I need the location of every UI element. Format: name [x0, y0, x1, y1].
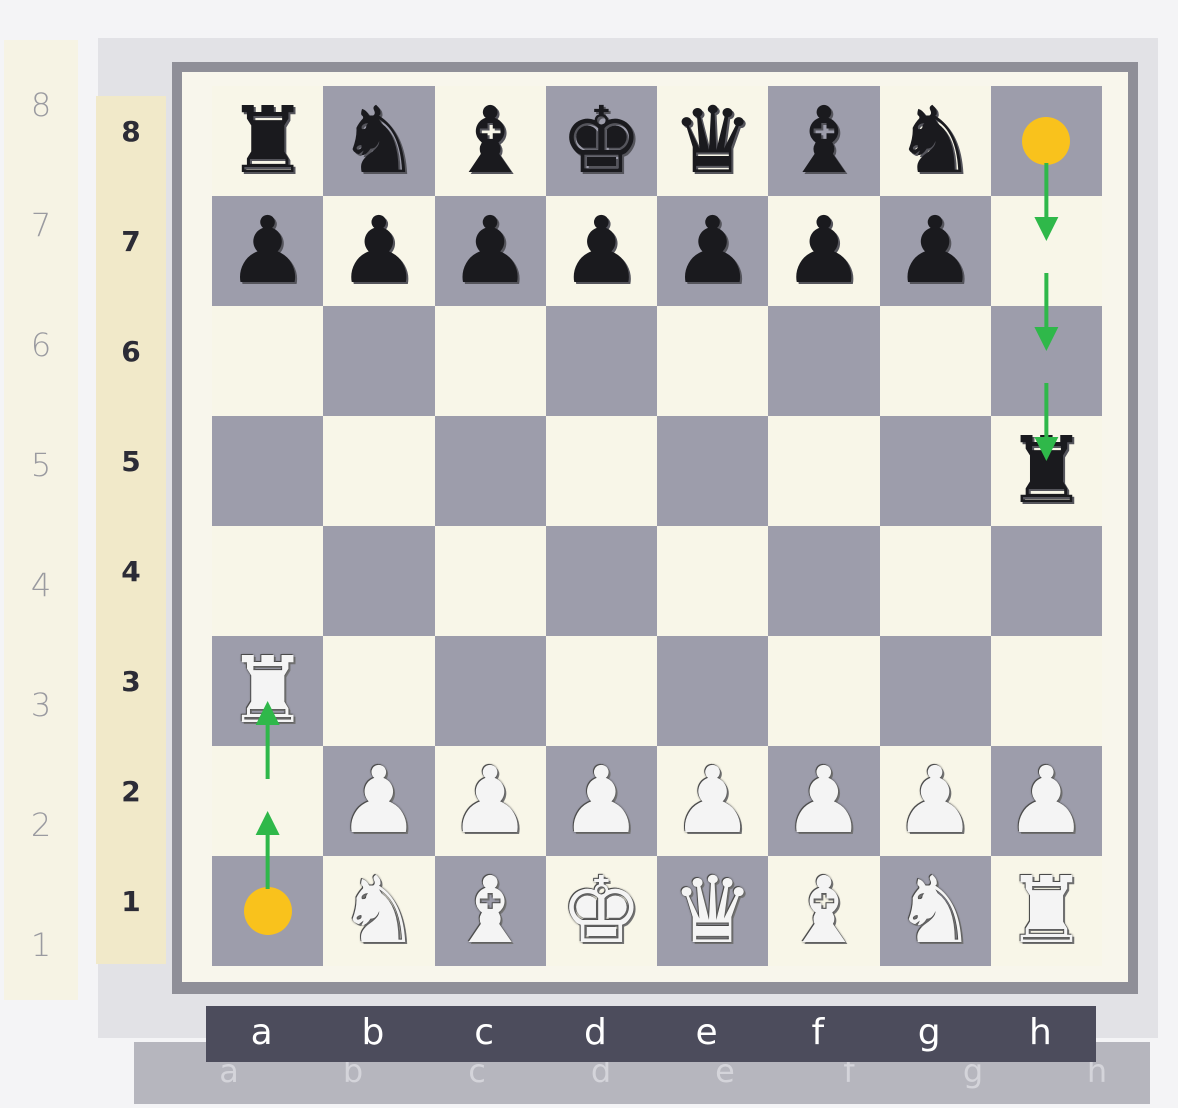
move-arrows [0, 0, 1178, 1108]
